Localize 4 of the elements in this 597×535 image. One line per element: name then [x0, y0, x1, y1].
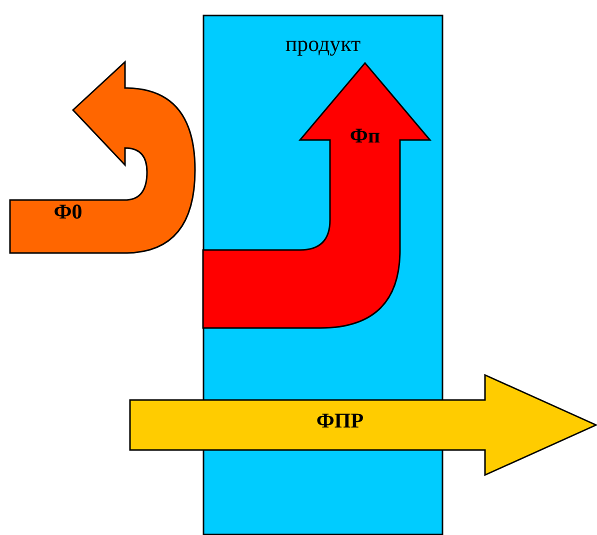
flux-label: Фп — [350, 126, 380, 146]
flux-label: ФПР — [316, 410, 364, 432]
flux-label: Ф0 — [54, 202, 82, 222]
band-label: продукт — [285, 33, 361, 55]
